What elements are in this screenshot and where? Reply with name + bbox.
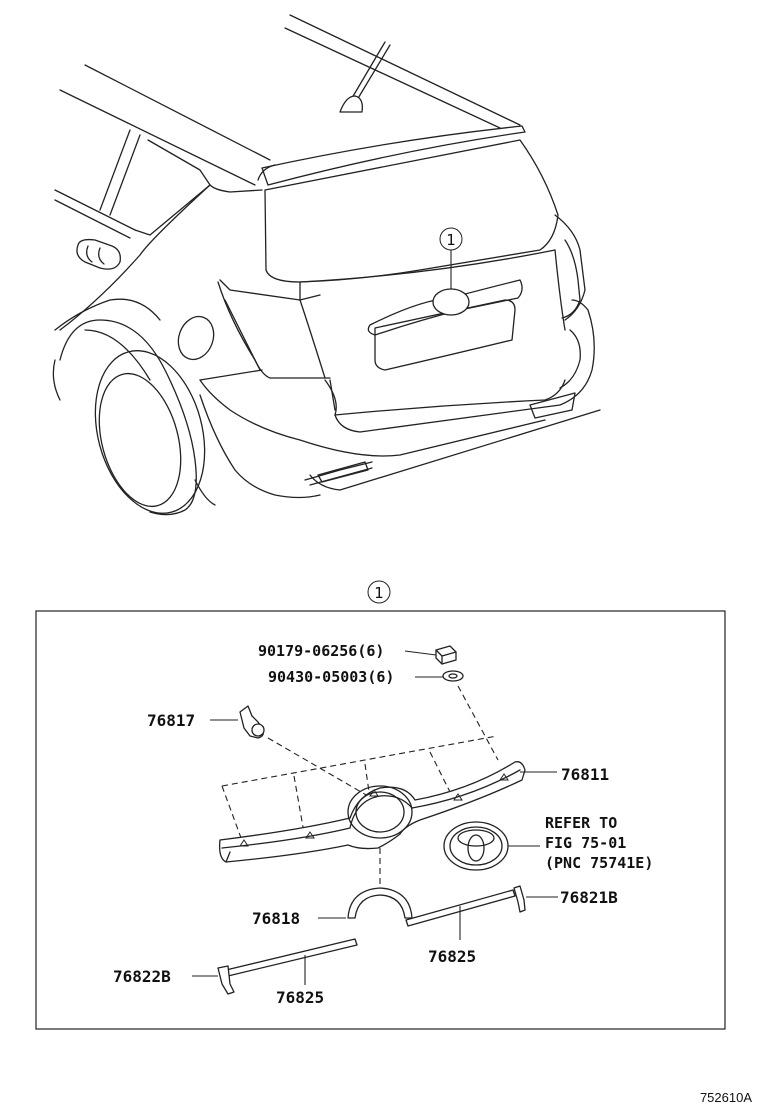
refer-line3: (PNC 75741E): [545, 854, 653, 872]
clip-label: 76817: [147, 711, 195, 730]
center-moulding-part: [347, 887, 413, 919]
exploded-view: 1 90179-06256(6) 90430-05003(6) 76817: [35, 580, 726, 1030]
toyota-emblem-icon: [443, 821, 509, 871]
right-moulding-label: 76825: [428, 947, 476, 966]
left-moulding-label: 76825: [276, 988, 324, 1007]
exploded-callout-number: 1: [374, 584, 384, 602]
nut-label: 90179-06256(6): [258, 642, 384, 660]
right-end-label: 76821B: [560, 888, 618, 907]
figure-id: 752610A: [700, 1090, 752, 1105]
exploded-callout-circle: [367, 580, 391, 604]
refer-line2: FIG 75-01: [545, 834, 626, 852]
right-end-part: [513, 885, 526, 913]
vehicle-rear-view: 1: [52, 14, 601, 516]
washer-label: 90430-05003(6): [268, 668, 394, 686]
left-end-part: [217, 965, 235, 995]
nut-part: [435, 645, 457, 665]
garnish-part: [218, 761, 526, 863]
washer-part: [442, 670, 464, 682]
left-moulding-part: [225, 938, 358, 977]
clip-part: [239, 705, 265, 739]
exploded-view-frame: [35, 610, 726, 1030]
vehicle-callout-number: 1: [446, 231, 456, 249]
center-moulding-label: 76818: [252, 909, 300, 928]
left-end-label: 76822B: [113, 967, 171, 986]
garnish-label: 76811: [561, 765, 609, 784]
refer-line1: REFER TO: [545, 814, 617, 832]
